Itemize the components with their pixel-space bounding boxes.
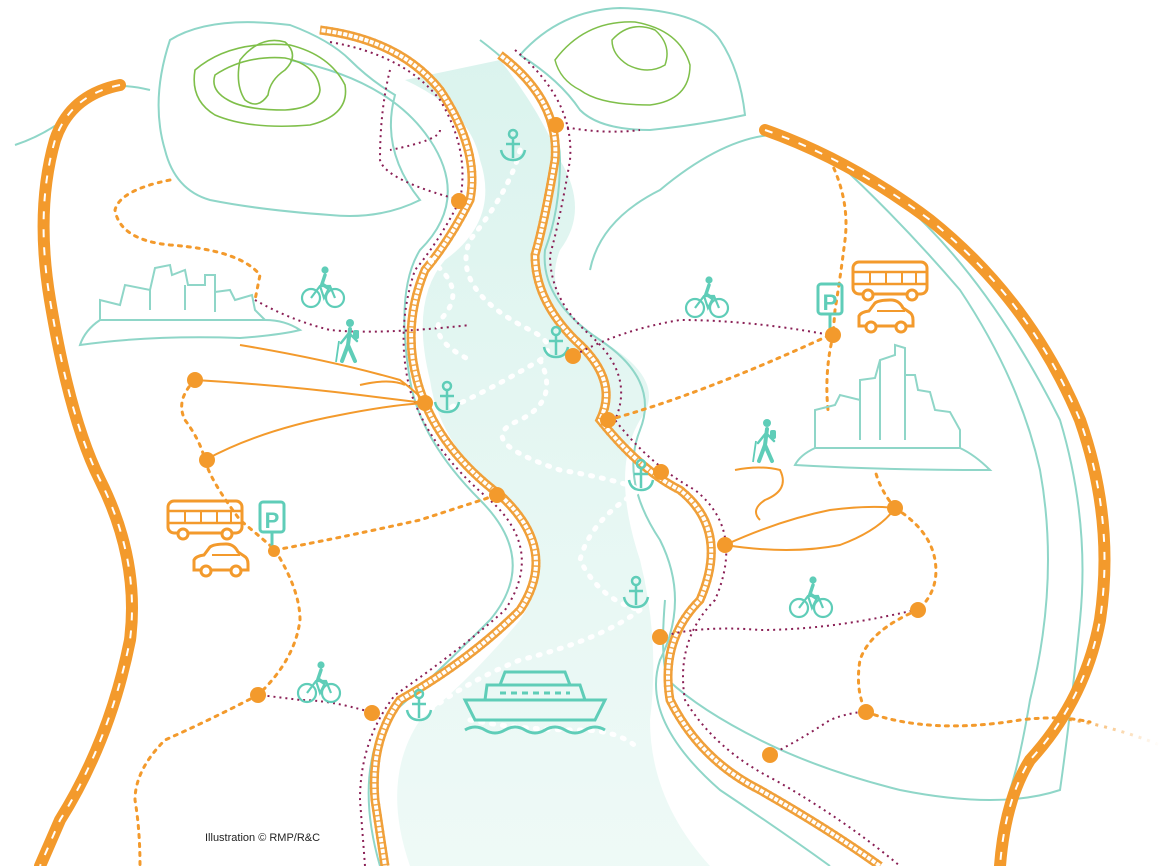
node-dot-icon — [762, 747, 778, 763]
hiker-icon — [334, 317, 361, 364]
node-dot-icon — [268, 545, 280, 557]
car-icon — [192, 542, 250, 578]
castle-right-icon — [793, 343, 993, 472]
castle-left-icon — [78, 263, 303, 347]
region-right-outline — [589, 133, 1084, 801]
highway-left — [34, 79, 138, 866]
hill-left-contour-1 — [193, 43, 347, 128]
car-icon — [857, 298, 915, 334]
cyclist-icon — [684, 274, 730, 319]
highway-right — [759, 124, 1111, 866]
ship-icon — [462, 670, 608, 735]
hill-right-contour-1 — [554, 21, 691, 106]
node-dot-icon — [600, 412, 616, 428]
node-dot-icon — [653, 464, 669, 480]
node-dots — [187, 117, 926, 763]
node-dot-icon — [910, 602, 926, 618]
region-right-inner — [834, 159, 1049, 791]
parking-letter: P — [823, 290, 838, 315]
node-dot-icon — [364, 705, 380, 721]
trail-purple-right-rail — [514, 49, 901, 866]
cyclist-icon — [296, 659, 342, 704]
node-dot-icon — [717, 537, 733, 553]
paths-orange-solid — [194, 344, 896, 551]
cyclist-icon — [788, 574, 834, 619]
node-dot-icon — [565, 348, 581, 364]
hill-left-contour-2 — [213, 56, 321, 111]
node-dot-icon — [187, 372, 203, 388]
parking-sign-icon: P — [258, 500, 286, 550]
illustration-credit: Illustration © RMP/R&C — [205, 832, 321, 844]
node-dot-icon — [451, 193, 467, 209]
node-dot-icon — [417, 395, 433, 411]
hill-left-contour-3 — [237, 39, 294, 105]
trail-orange-fade — [1059, 716, 1161, 747]
cyclist-icon — [300, 264, 346, 309]
bus-icon — [851, 260, 929, 302]
parking-letter: P — [265, 508, 280, 533]
node-dot-icon — [825, 327, 841, 343]
hill-right-contour-2 — [611, 25, 668, 71]
node-dot-icon — [199, 452, 215, 468]
node-dot-icon — [250, 687, 266, 703]
node-dot-icon — [858, 704, 874, 720]
node-dot-icon — [887, 500, 903, 516]
node-dot-icon — [548, 117, 564, 133]
hill-right-outline — [518, 6, 747, 132]
node-dot-icon — [652, 629, 668, 645]
river-water — [397, 60, 710, 866]
hill-left-outline — [157, 21, 422, 217]
hiker-icon — [751, 417, 778, 464]
river-bank-right — [479, 39, 831, 866]
node-dot-icon — [489, 487, 505, 503]
boat-routes — [427, 147, 646, 753]
parking-sign-icon: P — [816, 282, 844, 332]
